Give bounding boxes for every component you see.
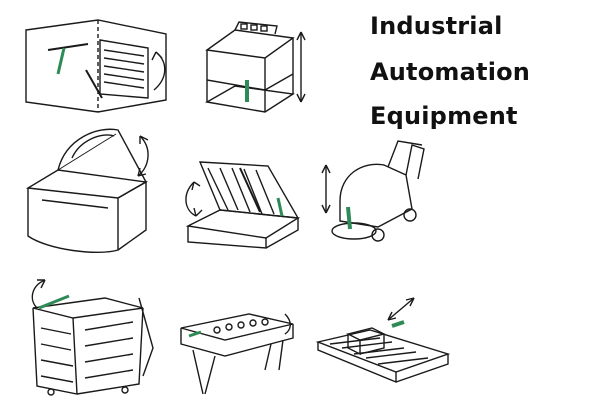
title-line-3: Equipment	[370, 102, 518, 130]
lift-table-illustration	[195, 10, 315, 135]
conveyor-illustration	[312, 292, 452, 392]
display-cabinet-illustration	[18, 118, 158, 258]
title-line-2: Automation	[370, 58, 531, 86]
bed-lift-illustration	[180, 150, 305, 250]
title-line-1: Industrial	[370, 12, 503, 40]
floor-scrubber-illustration	[318, 135, 438, 250]
grill-illustration	[175, 300, 300, 400]
trash-bin-illustration	[15, 268, 165, 408]
window-opener-illustration	[18, 10, 183, 120]
